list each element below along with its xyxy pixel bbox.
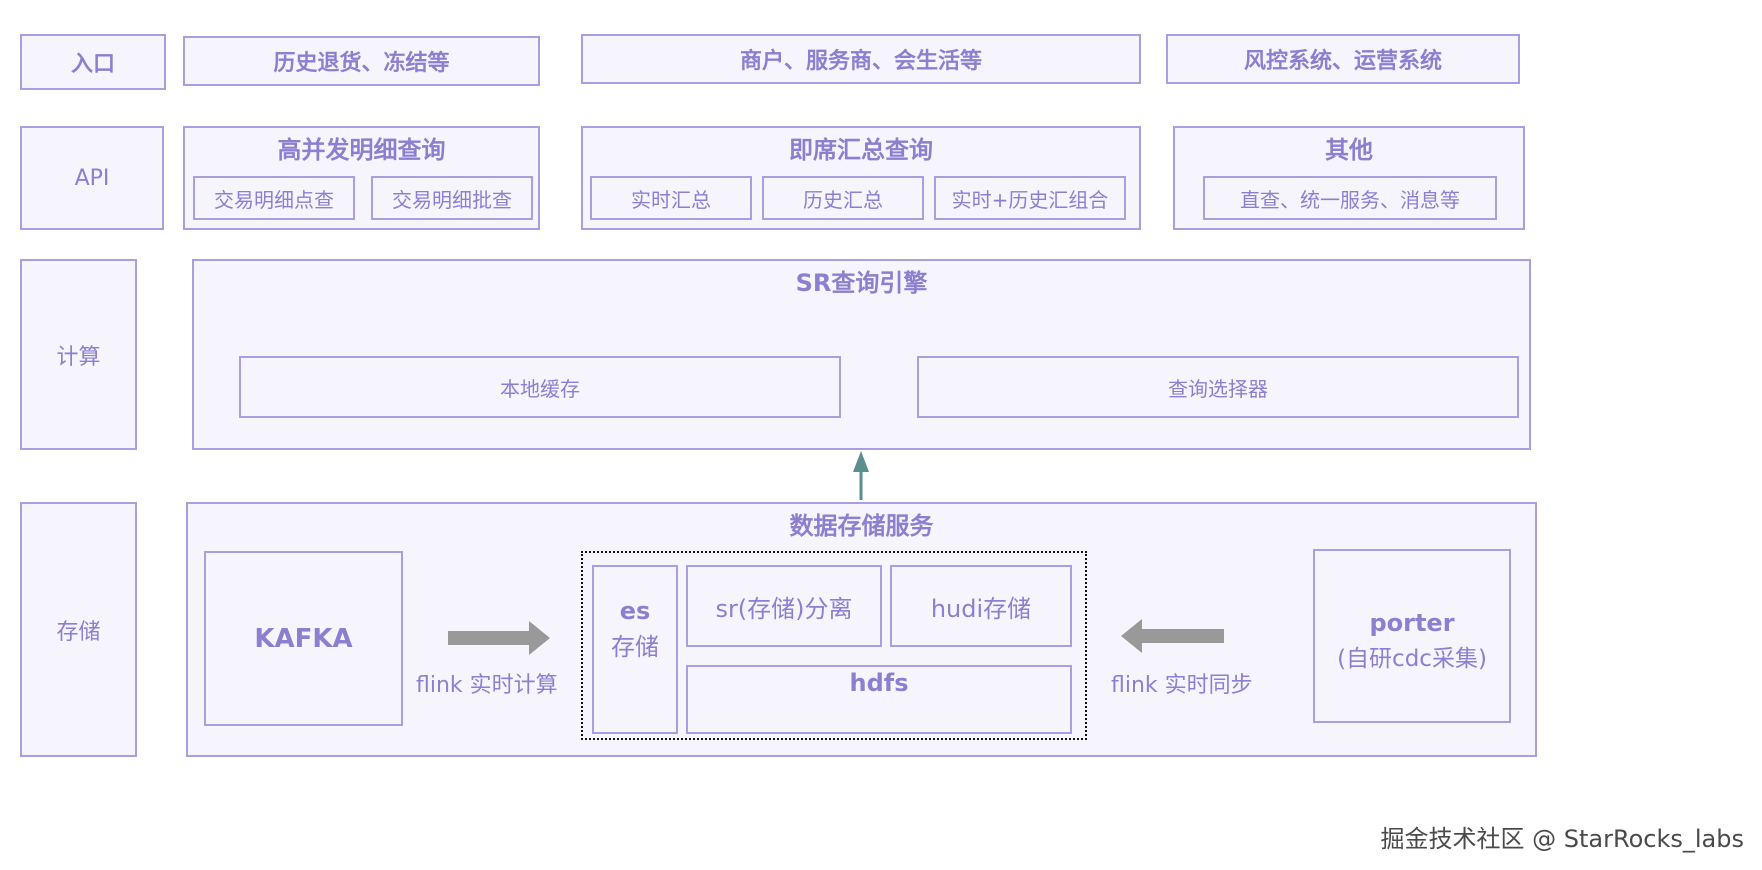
api-combined-summary: 实时+历史汇组合 <box>934 176 1126 220</box>
local-cache: 本地缓存 <box>239 356 841 418</box>
up-arrow-storage-to-engine <box>853 451 869 500</box>
hudi-storage: hudi存储 <box>890 565 1072 647</box>
api-history-summary: 历史汇总 <box>762 176 924 220</box>
api-realtime-summary: 实时汇总 <box>590 176 752 220</box>
flink-compute-label: flink 实时计算 <box>416 673 558 698</box>
es-storage-label: 存储 <box>611 633 659 661</box>
porter-box: porter (自研cdc采集) <box>1313 549 1511 723</box>
api-detail-query-title: 高并发明细查询 <box>277 136 446 164</box>
es-label: es <box>619 597 651 625</box>
api-adhoc-query-title: 即席汇总查询 <box>789 136 933 164</box>
es-storage-box: es 存储 <box>592 565 678 734</box>
layer-label-storage: 存储 <box>20 502 137 757</box>
layer-label-entry: 入口 <box>20 34 166 90</box>
api-other-group: 其他 直查、统一服务、消息等 <box>1173 126 1525 230</box>
layer-label-api: API <box>20 126 164 230</box>
api-detail-point-query: 交易明细点查 <box>193 176 355 220</box>
hdfs-box: hdfs <box>686 665 1072 734</box>
porter-subtitle: (自研cdc采集) <box>1337 646 1487 672</box>
flink-sync-label: flink 实时同步 <box>1111 673 1253 698</box>
storage-cluster-group <box>581 551 1087 740</box>
api-detail-batch-query: 交易明细批查 <box>371 176 533 220</box>
api-detail-query-group: 高并发明细查询 交易明细点查 交易明细批查 <box>183 126 540 230</box>
data-storage-service-title: 数据存储服务 <box>789 512 934 540</box>
entry-merchant: 商户、服务商、会生活等 <box>581 34 1141 84</box>
api-other-title: 其他 <box>1325 136 1373 164</box>
entry-risk-ops: 风控系统、运营系统 <box>1166 34 1520 84</box>
left-arrow-porter-to-storage <box>1121 619 1224 653</box>
api-other-item: 直查、统一服务、消息等 <box>1203 176 1497 220</box>
sr-storage-separation: sr(存储)分离 <box>686 565 882 647</box>
porter-label: porter <box>1369 609 1455 637</box>
sr-query-engine: SR查询引擎 本地缓存 查询选择器 <box>192 259 1531 450</box>
watermark: 掘金技术社区 @ StarRocks_labs <box>1380 825 1744 853</box>
hdfs-label: hdfs <box>849 669 909 697</box>
api-adhoc-query-group: 即席汇总查询 实时汇总 历史汇总 实时+历史汇组合 <box>581 126 1141 230</box>
kafka-box: KAFKA <box>204 551 403 726</box>
sr-query-engine-title: SR查询引擎 <box>795 269 928 297</box>
right-arrow-kafka-to-storage <box>448 621 550 655</box>
query-selector: 查询选择器 <box>917 356 1519 418</box>
layer-label-compute: 计算 <box>20 259 137 450</box>
entry-history-refund: 历史退货、冻结等 <box>183 36 540 86</box>
